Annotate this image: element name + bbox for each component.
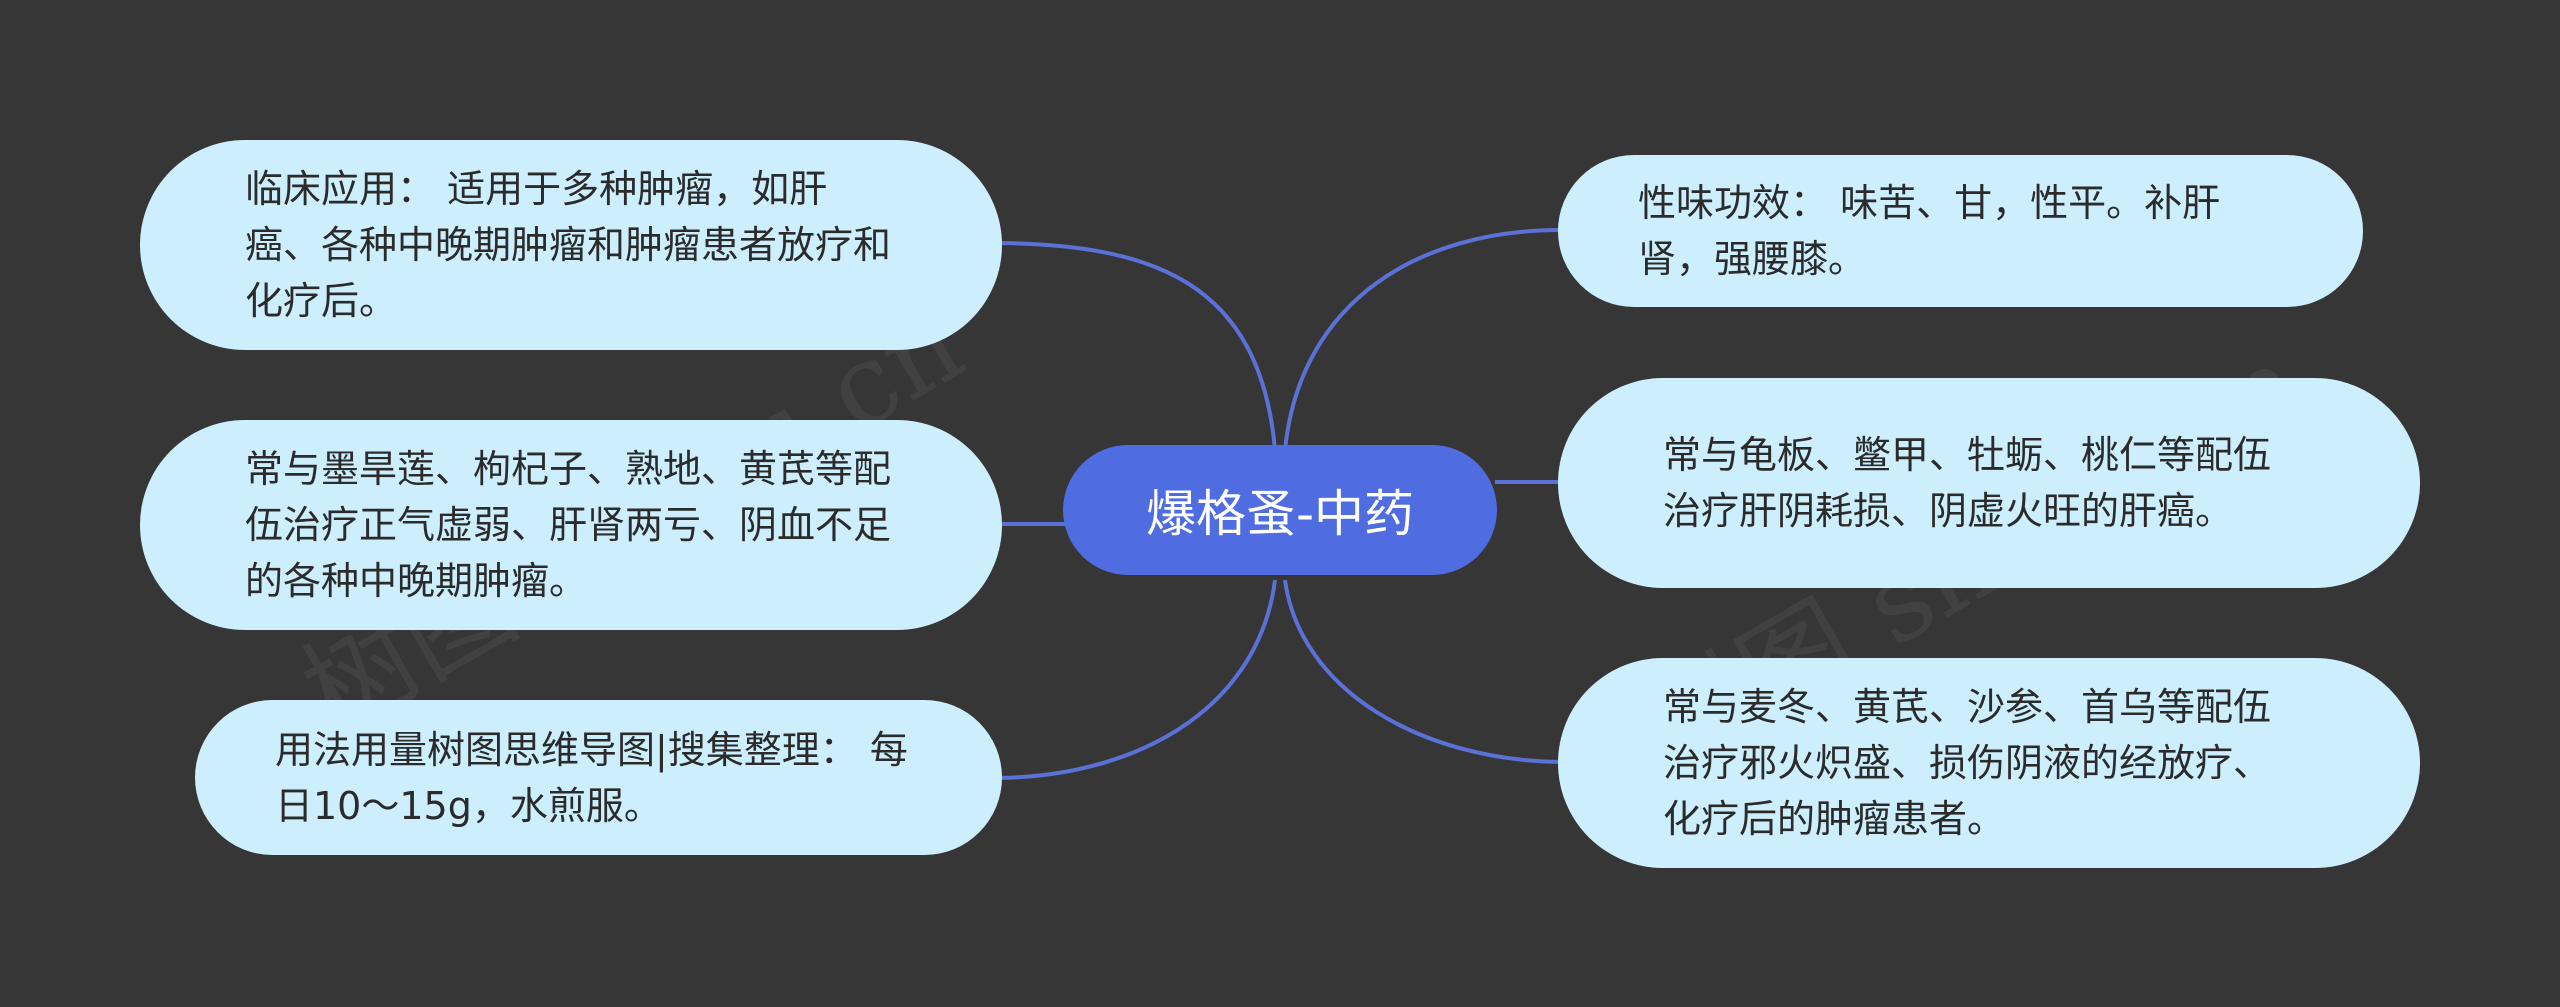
topic-left-3[interactable]: 用法用量树图思维导图|搜集整理： 每日10～15g，水煎服。 [195,700,1002,855]
central-topic[interactable]: 爆格蚤-中药 [1063,445,1497,575]
topic-left-2-text: 常与墨旱莲、枸杞子、熟地、黄芪等配伍治疗正气虚弱、肝肾两亏、阴血不足的各种中晚期… [245,447,892,603]
link-left-1 [999,241,1277,451]
topic-right-2-text: 常与龟板、鳖甲、牡蛎、桃仁等配伍治疗肝阴耗损、阴虚火旺的肝癌。 [1663,433,2272,533]
topic-left-1[interactable]: 临床应用： 适用于多种肿瘤，如肝癌、各种中晚期肿瘤和肿瘤患者放疗和化疗后。 [140,140,1002,350]
central-topic-label: 爆格蚤-中药 [1145,485,1415,543]
topic-left-3-text: 用法用量树图思维导图|搜集整理： 每日10～15g，水煎服。 [275,727,908,828]
topic-right-3-text: 常与麦冬、黄芪、沙参、首乌等配伍治疗邪火炽盛、损伤阴液的经放疗、化疗后的肿瘤患者… [1663,685,2272,841]
link-left-3 [999,579,1277,780]
topic-right-1-text: 性味功效： 味苦、甘，性平。补肝肾，强腰膝。 [1638,181,2221,281]
topic-right-3[interactable]: 常与麦冬、黄芪、沙参、首乌等配伍治疗邪火炽盛、损伤阴液的经放疗、化疗后的肿瘤患者… [1558,658,2420,868]
link-right-1 [1283,228,1561,451]
topic-left-2[interactable]: 常与墨旱莲、枸杞子、熟地、黄芪等配伍治疗正气虚弱、肝肾两亏、阴血不足的各种中晚期… [140,420,1002,630]
topic-right-1[interactable]: 性味功效： 味苦、甘，性平。补肝肾，强腰膝。 [1558,155,2363,307]
topic-right-2[interactable]: 常与龟板、鳖甲、牡蛎、桃仁等配伍治疗肝阴耗损、阴虚火旺的肝癌。 [1558,378,2420,588]
link-right-3 [1283,579,1561,764]
topic-left-1-text: 临床应用： 适用于多种肿瘤，如肝癌、各种中晚期肿瘤和肿瘤患者放疗和化疗后。 [245,167,892,323]
